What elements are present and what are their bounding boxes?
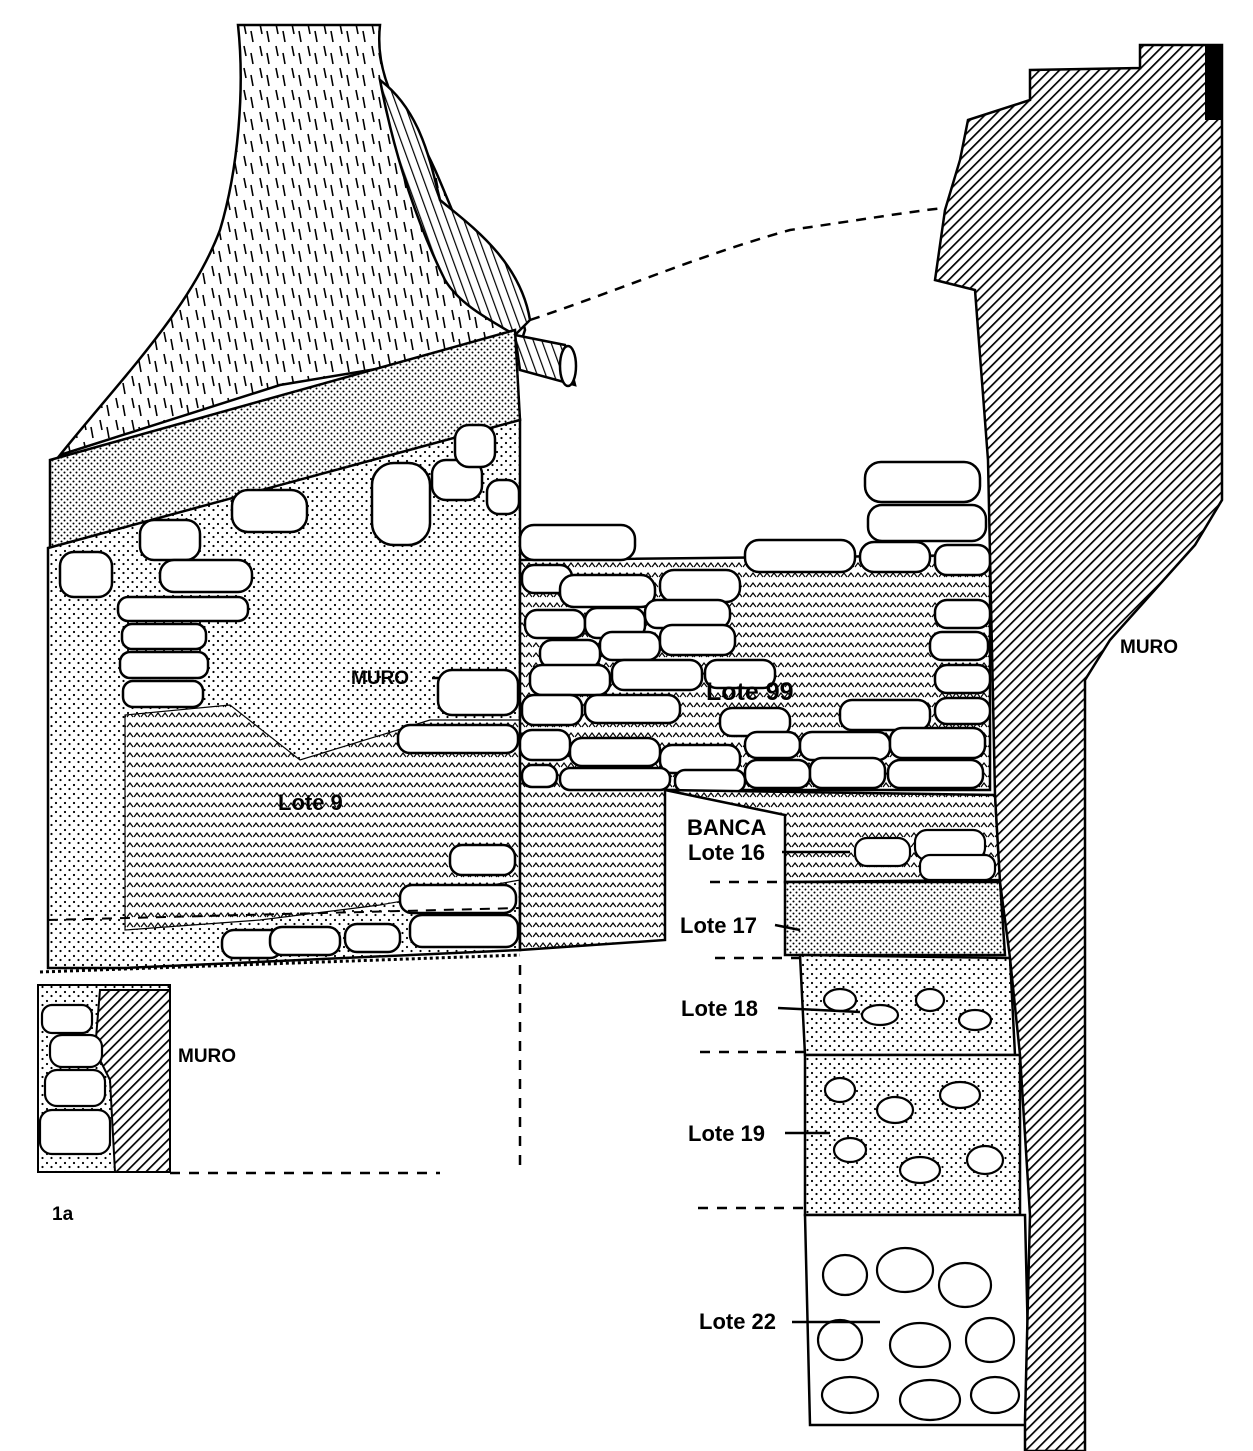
strata-stones [816,987,1021,1422]
label-lote-16: Lote 16 [688,840,766,865]
dashed-line-tree-to-wall [529,206,946,322]
central-stones [518,460,992,794]
label-lote-18: Lote 18 [681,996,759,1021]
label-lote-9: Lote 9 [278,790,343,815]
label-leader-lines [432,676,880,1324]
label-muro-center: MURO [351,668,410,689]
label-muro-right: MURO [1120,637,1179,658]
left-stones [58,423,521,960]
label-muro-lower-left: MURO [178,1046,237,1067]
tree-root [378,77,532,337]
label-lote-99: Lote 99 [706,678,794,706]
lower-dashed-lines [170,965,522,1175]
label-lote-19: Lote 19 [688,1121,766,1146]
lote-16-stones [853,828,997,882]
lote-17-zone [783,880,1007,957]
left-floor-dashed [47,907,521,921]
strata-dashed-lines [698,880,805,1210]
label-banca: BANCA [687,815,767,840]
right-wall-muro [933,43,1224,1451]
label-figure-ref: 1a [52,1204,74,1225]
label-lote-17: Lote 17 [680,913,758,938]
label-lote-22: Lote 22 [699,1309,777,1334]
lower-left-stones [38,1003,112,1156]
left-ground-line [39,953,521,974]
